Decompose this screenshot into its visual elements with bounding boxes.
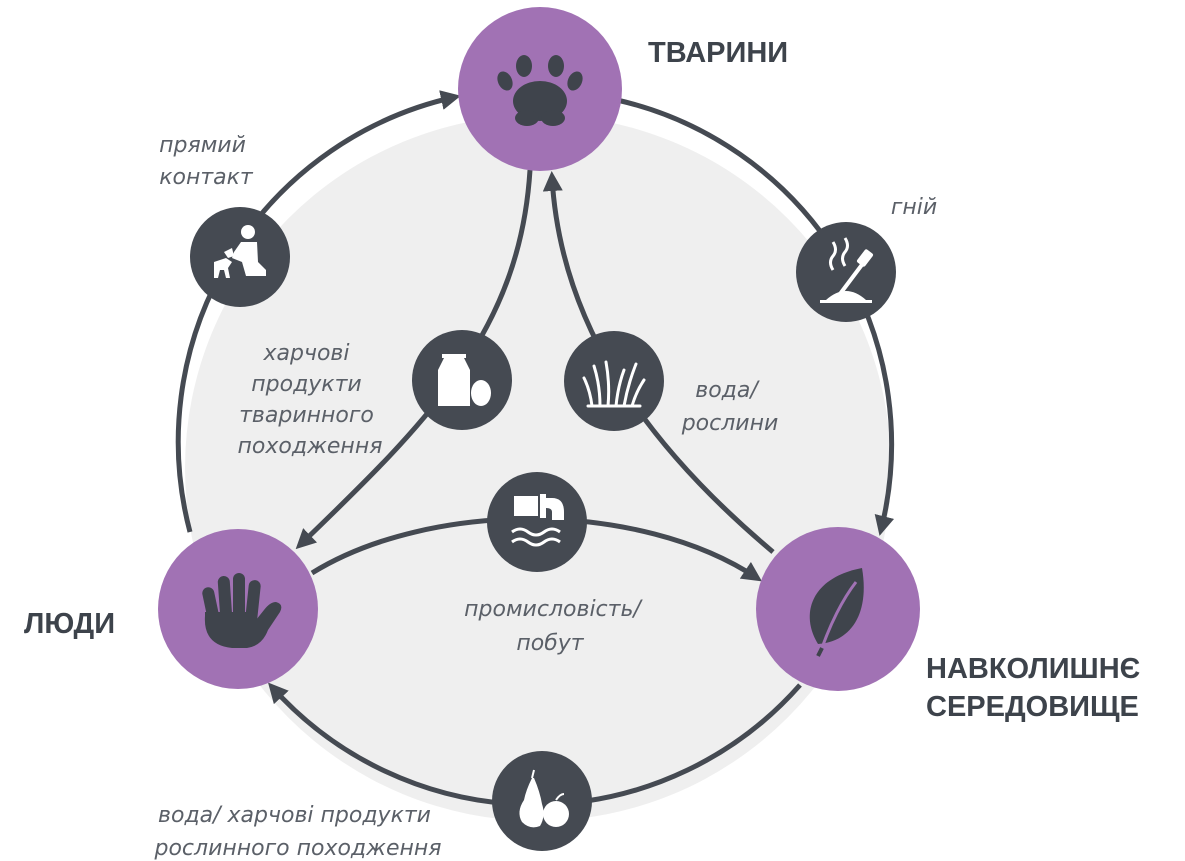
leaf-icon [809,568,864,657]
path-manure [796,222,896,322]
manure-shovel-icon [820,237,874,303]
path-animal-food [412,330,512,430]
grass-icon [582,360,646,408]
node-animals [458,7,622,171]
person-with-dog-icon [214,225,266,278]
path-industry [487,472,587,572]
path-direct-contact [190,207,290,307]
node-people [158,529,318,689]
path-animal-food-label: харчові продукти тваринного походження [238,341,383,459]
hand-icon [202,573,282,648]
path-plant-food [492,751,592,851]
path-direct-contact-label: прямий контакт [159,133,254,190]
path-manure-label: гній [891,195,937,220]
node-animals-label: ТВАРИНИ [648,37,788,69]
node-environment [756,527,920,691]
path-plant-food-label: вода/ харчові продукти рослинного походж… [153,803,441,861]
paw-icon [497,55,583,126]
node-people-label: ЛЮДИ [24,608,115,640]
path-water-plants [564,331,664,431]
pear-apple-icon [519,769,569,828]
industrial-pipe-icon [511,494,564,547]
milk-and-egg-icon [438,354,491,406]
background-disc [185,115,891,821]
node-environment-label: НАВКОЛИШНЄ СЕРЕДОВИЩЕ [926,653,1148,723]
path-water-plants-label: вода/ рослини [681,378,779,436]
path-industry-label: промисловість/ побут [464,597,648,656]
